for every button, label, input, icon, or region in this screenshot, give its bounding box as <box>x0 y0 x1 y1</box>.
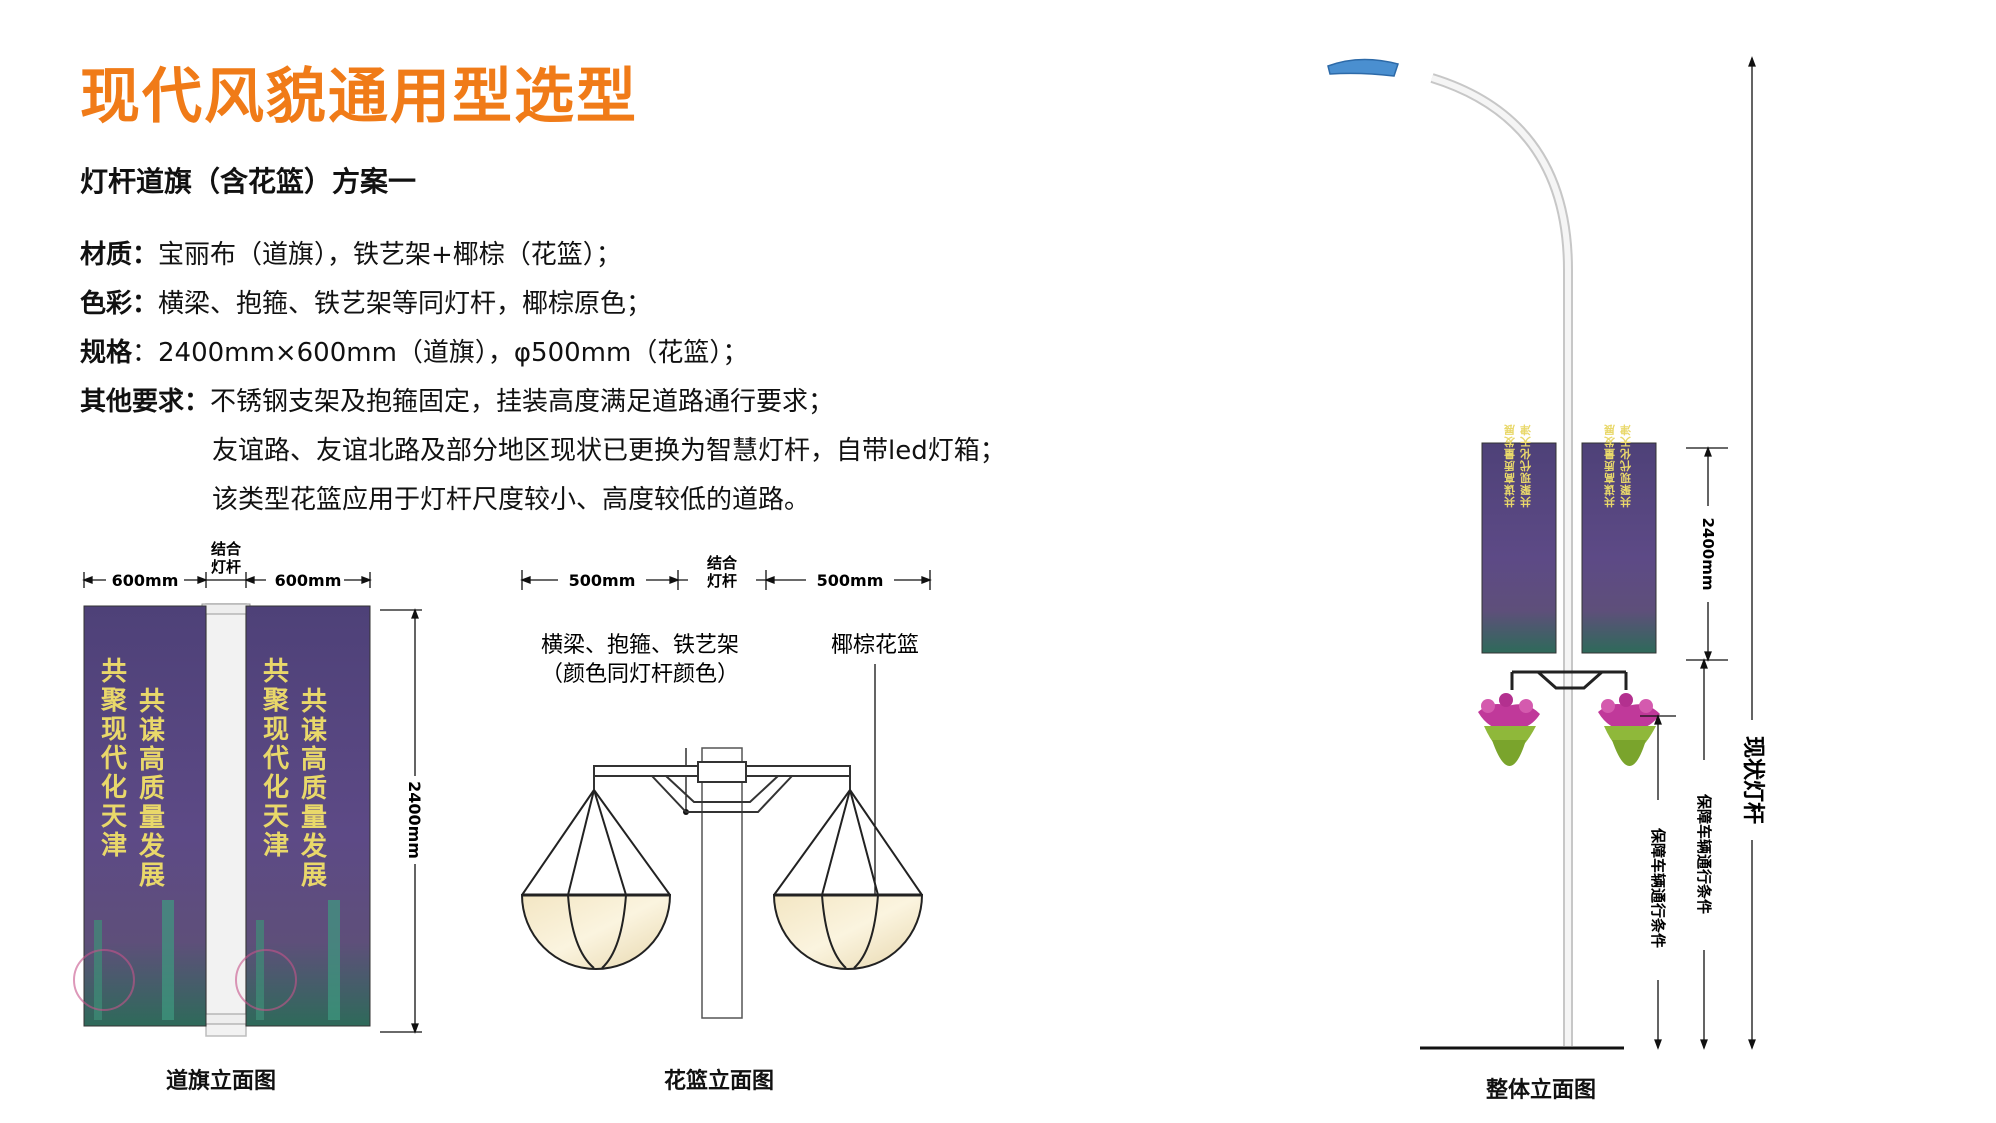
page-title: 现代风貌通用型选型 <box>80 62 638 132</box>
overall-banner-slogan: 共聚现代化天津 <box>1519 424 1533 509</box>
pole-clamp-bottom <box>201 1013 251 1025</box>
spec-material-label: 材质： <box>80 240 159 270</box>
overall-dim-clearance-inner: 保障车辆通行条件 <box>1649 827 1667 948</box>
basket-dim-center-2: 灯杆 <box>707 572 737 590</box>
banner-dim-left: 600mm <box>112 571 179 590</box>
basket-left <box>520 789 672 970</box>
basket-dim-right: 500mm <box>817 571 884 590</box>
overall-banner-right <box>1581 442 1657 654</box>
banner-dim-height: 2400mm <box>405 781 424 859</box>
label-frame-1: 横梁、抱箍、铁艺架 <box>541 633 739 658</box>
overall-banner-slogan: 共谋高质量发展 <box>1503 424 1517 509</box>
basket-light-pole <box>701 747 743 1019</box>
overall-banner-slogan: 共谋高质量发展 <box>1603 424 1617 509</box>
scheme-subtitle: 灯杆道旗（含花篮）方案一 <box>80 165 417 198</box>
overall-banner-text: 共谋高质量发展 共聚现代化天津 共谋高质量发展 共聚现代化天津 <box>1503 424 1633 509</box>
banner-elevation-drawing: 600mm 600mm 结合 灯杆 共聚现代化天津共谋高质量发展共聚现代化天津共… <box>73 540 424 1037</box>
cross-beam-frame <box>593 761 851 813</box>
spec-other-label: 其他要求： <box>80 387 211 417</box>
banner-dim-center-2: 灯杆 <box>211 558 241 576</box>
banner-dim-center-1: 结合 <box>211 540 242 558</box>
basket-dim-center-1: 结合 <box>707 554 738 572</box>
banner-left-slogan-2: 共谋高质量发展 <box>138 687 166 891</box>
overall-elevation-drawing: 共谋高质量发展 共聚现代化天津 共谋高质量发展 共聚现代化天津 <box>1327 56 1766 1050</box>
overall-dim-clearance-outer: 保障车辆通行条件 <box>1695 793 1713 914</box>
pole-clamp-top <box>201 603 251 615</box>
basket-right <box>772 789 924 970</box>
spec-size-label: 规格 <box>80 338 133 368</box>
banner-left <box>73 605 207 1027</box>
banner-right <box>235 605 371 1027</box>
overall-banner-left <box>1481 442 1557 654</box>
basket-elevation-caption: 花篮立面图 <box>664 1069 775 1094</box>
spec-material: 材质：宝丽布（道旗），铁艺架+椰棕（花篮）； <box>80 234 622 271</box>
basket-elevation-drawing: 500mm 500mm 结合 灯杆 横梁、抱箍、铁艺架 （颜色同灯杆颜色） 椰棕… <box>520 550 932 1019</box>
overall-elevation-caption: 整体立面图 <box>1486 1078 1597 1103</box>
banner-elevation-caption: 道旗立面图 <box>166 1069 277 1094</box>
overall-banner-slogan: 共聚现代化天津 <box>1619 424 1633 509</box>
spec-material-value: 宝丽布（道旗），铁艺架+椰棕（花篮）； <box>158 240 622 270</box>
spec-size: 规格：2400mm×600mm（道旗），φ500mm（花篮）； <box>80 332 748 369</box>
light-pole <box>205 603 247 1037</box>
banner-right-slogan-1: 共聚现代化天津 <box>262 657 290 861</box>
banner-right-slogan-2: 共谋高质量发展 <box>300 687 328 891</box>
lamp-head <box>1327 58 1399 77</box>
spec-size-value: ：2400mm×600mm（道旗），φ500mm（花篮）； <box>132 338 749 368</box>
overall-bracket <box>1510 670 1628 690</box>
basket-dim-left: 500mm <box>569 571 636 590</box>
spec-color-value: 横梁、抱箍、铁艺架等同灯杆，椰棕原色； <box>158 289 653 319</box>
spec-other-line3: 该类型花篮应用于灯杆尺度较小、高度较低的道路。 <box>212 485 811 515</box>
label-basket: 椰棕花篮 <box>831 633 919 658</box>
spec-other: 其他要求：不锈钢支架及抱箍固定，挂装高度满足道路通行要求； <box>80 381 834 418</box>
overall-flower-basket-left <box>1478 693 1540 766</box>
banner-left-slogan-1: 共聚现代化天津 <box>100 657 128 861</box>
overall-flower-basket-right <box>1598 693 1660 766</box>
overall-dim-total: 现状灯杆 <box>1740 736 1765 824</box>
spec-other-line1: 不锈钢支架及抱箍固定，挂装高度满足道路通行要求； <box>210 387 835 417</box>
spec-color-label: 色彩： <box>80 289 159 319</box>
label-frame-2: （颜色同灯杆颜色） <box>541 662 739 687</box>
spec-other-line2: 友谊路、友谊北路及部分地区现状已更换为智慧灯杆，自带led灯箱； <box>212 436 1006 466</box>
banner-dim-right: 600mm <box>275 571 342 590</box>
overall-dim-banner: 2400mm <box>1699 517 1717 590</box>
spec-color: 色彩：横梁、抱箍、铁艺架等同灯杆，椰棕原色； <box>80 283 652 320</box>
